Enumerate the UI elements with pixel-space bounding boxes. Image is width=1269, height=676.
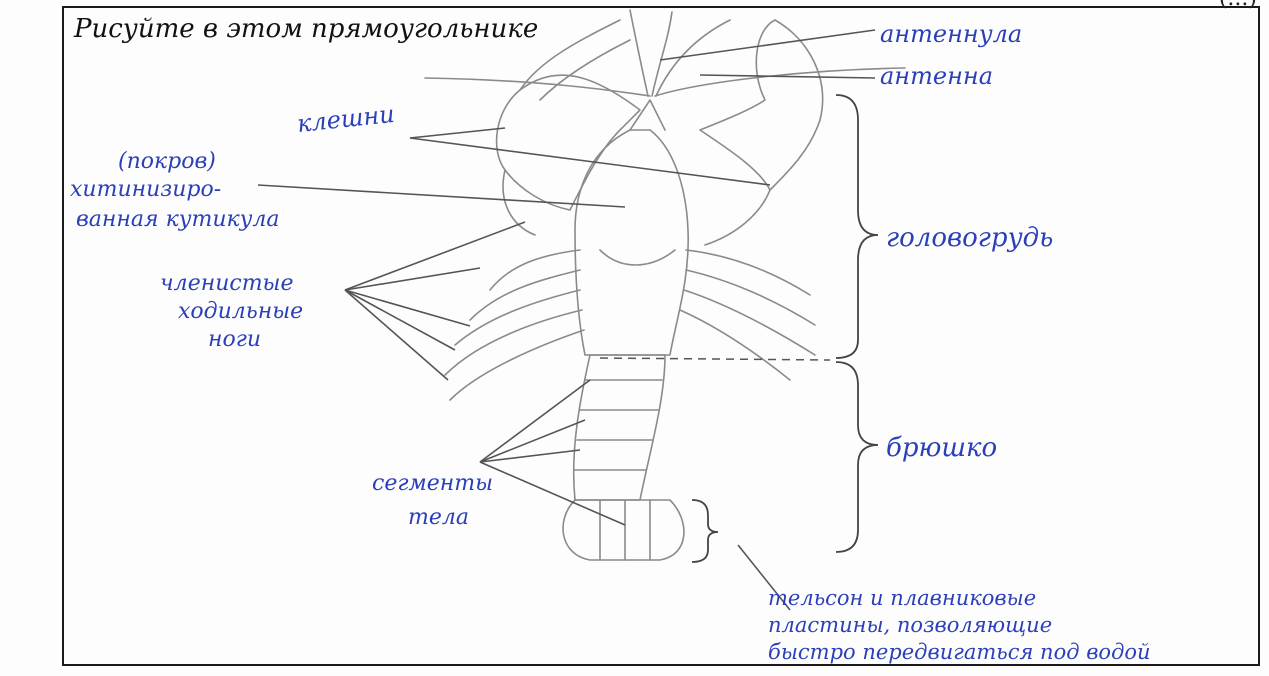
legs-pointer-1	[345, 222, 525, 290]
label-telson-line-2: пластины, позволяющие	[768, 613, 1052, 637]
label-segments: сегменты тела	[372, 471, 500, 530]
label-cephalothorax: головогрудь	[886, 223, 1053, 253]
telson-bracket	[692, 500, 718, 562]
label-segments-line-1: сегменты	[372, 471, 493, 496]
label-legs: членистые ходильные ноги	[160, 271, 310, 352]
abdomen-bracket	[836, 362, 878, 552]
legs-pointer-5	[345, 290, 448, 380]
cuticle-pointer	[258, 185, 625, 207]
label-cuticle: (покров) хитинизиро- ванная кутикула	[70, 149, 280, 232]
label-abdomen: брюшко	[886, 433, 997, 463]
label-segments-line-2: тела	[408, 505, 469, 530]
label-legs-line-2: ходильные	[178, 299, 303, 324]
cephalothorax-sketch	[575, 130, 688, 355]
label-telson-line-3: быстро передвигаться под водой	[768, 640, 1151, 664]
label-antennula: антеннула	[880, 20, 1022, 48]
left-claw-sketch	[497, 75, 640, 210]
label-cuticle-line-1: (покров)	[118, 149, 216, 174]
legs-pointer-3	[345, 290, 470, 326]
cephalothorax-bracket	[836, 95, 878, 358]
antennula-sketch	[630, 10, 648, 96]
label-claws: клешни	[296, 100, 396, 138]
label-telson: тельсон и плавниковые пластины, позволяю…	[768, 586, 1151, 664]
antenna-pointer	[700, 75, 875, 78]
segments-pointer-1	[480, 380, 590, 462]
label-cuticle-line-3: ванная кутикула	[76, 207, 280, 232]
brackets	[692, 95, 878, 562]
legs-pointer-4	[345, 290, 455, 350]
claws-pointer-1	[410, 128, 505, 138]
right-antenna-sketch	[655, 68, 905, 96]
label-telson-line-1: тельсон и плавниковые	[768, 586, 1036, 610]
label-legs-line-1: членистые	[160, 271, 294, 296]
label-legs-line-3: ноги	[208, 327, 261, 352]
body-division-dashed-line	[600, 358, 830, 360]
legs-pointer-2	[345, 268, 480, 290]
tail-fan-sketch	[563, 500, 684, 560]
abdomen-sketch	[574, 355, 665, 500]
segments-pointer-4	[480, 462, 625, 525]
claws-pointer-2	[410, 138, 770, 185]
right-legs-sketch	[680, 250, 815, 380]
label-cuticle-line-2: хитинизиро-	[70, 177, 221, 202]
label-antenna: антенна	[880, 62, 993, 90]
